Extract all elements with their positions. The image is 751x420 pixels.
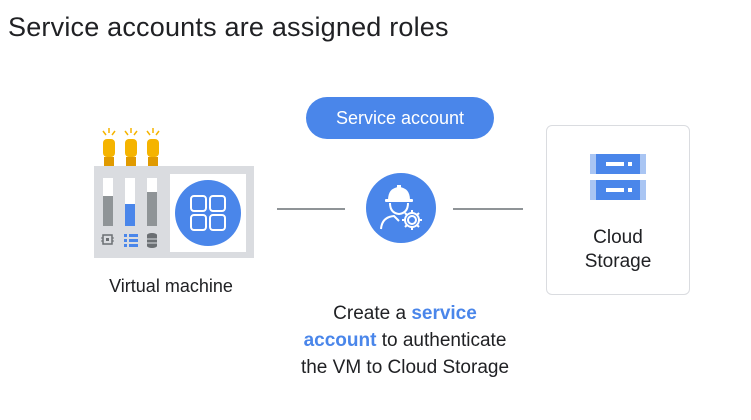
light-bulb-icon [102, 128, 160, 166]
worker-gear-icon [366, 173, 436, 243]
service-account-caption: Create a service account to authenticate… [270, 300, 540, 381]
chip-icon [101, 234, 114, 245]
database-icon [147, 233, 157, 248]
connector-line-right [453, 208, 523, 210]
caption-line-1: Create a service [270, 300, 540, 327]
storage-server-icon [590, 154, 646, 200]
cloud-storage-label-line-2: Storage [584, 251, 652, 272]
virtual-machine-label: Virtual machine [109, 276, 233, 296]
caption-line-2: account to authenticate [270, 327, 540, 354]
cloud-storage-label: Cloud Storage [547, 226, 689, 274]
caption-highlight-account: account [303, 330, 377, 351]
network-list-icon [124, 234, 138, 247]
caption-line-2-rest: to authenticate [376, 330, 507, 351]
cloud-storage-label-line-1: Cloud [593, 227, 643, 248]
cloud-storage-card: Cloud Storage [546, 125, 690, 295]
page-title: Service accounts are assigned roles [8, 12, 449, 42]
caption-highlight-service: service [411, 303, 477, 324]
caption-prefix: Create a [333, 303, 412, 324]
virtual-machine-illustration [94, 128, 254, 258]
service-account-label: Service account [306, 97, 494, 139]
connector-line-left [277, 208, 345, 210]
grid-icon [190, 195, 226, 231]
caption-line-3: the VM to Cloud Storage [300, 357, 510, 378]
